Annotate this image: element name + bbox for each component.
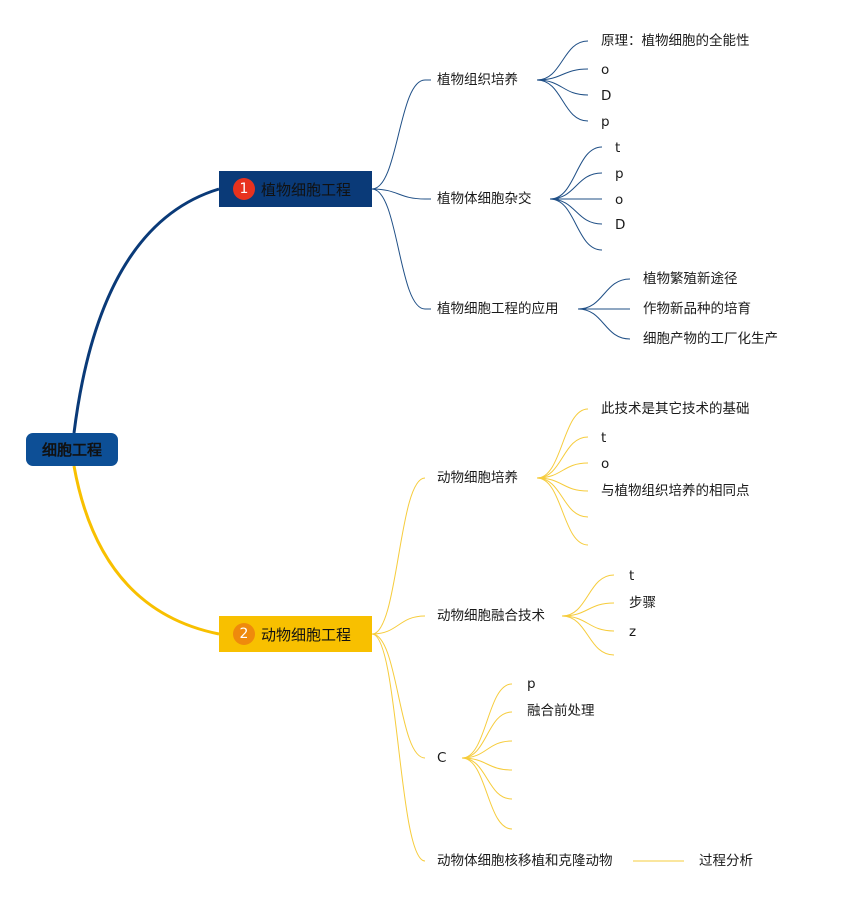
- topic-nuclear-transfer-cloning[interactable]: 动物体细胞核移植和克隆动物: [437, 853, 613, 869]
- connector-leaf: [536, 79, 589, 96]
- topic-plant-somatic-hybridization[interactable]: 植物体细胞杂交: [437, 191, 532, 207]
- leaf[interactable]: t: [615, 140, 621, 156]
- connector-leaf: [461, 740, 513, 759]
- connector-leaf: [536, 79, 589, 122]
- leaf[interactable]: 此技术是其它技术的基础: [601, 401, 750, 417]
- connector-leaf: [461, 683, 513, 759]
- number-badge-1: 1: [233, 178, 255, 200]
- connector-leaf: [461, 711, 513, 759]
- topic-plant-engineering-applications[interactable]: 植物细胞工程的应用: [437, 301, 559, 317]
- connector-leaf: [549, 198, 603, 251]
- leaf[interactable]: 与植物组织培养的相同点: [601, 483, 750, 499]
- leaf[interactable]: 原理：植物细胞的全能性: [601, 33, 750, 49]
- connector-root-branch2: [72, 465, 220, 636]
- branch-plant-cell-engineering[interactable]: 1 植物细胞工程: [219, 171, 372, 207]
- branch-label: 动物细胞工程: [261, 625, 352, 644]
- leaf[interactable]: 步骤: [629, 595, 656, 611]
- leaf[interactable]: D: [615, 217, 626, 233]
- number-badge-2: 2: [233, 623, 255, 645]
- connector-leaf: [461, 757, 513, 830]
- leaf[interactable]: p: [527, 676, 536, 692]
- topic-c[interactable]: C: [437, 750, 447, 766]
- connector-leaf: [536, 40, 589, 81]
- topic-animal-cell-culture[interactable]: 动物细胞培养: [437, 470, 518, 486]
- leaf[interactable]: p: [615, 166, 624, 182]
- connector-leaf: [461, 757, 513, 800]
- connector-branch1-topic1: [371, 79, 426, 190]
- connector-leaf: [536, 462, 589, 479]
- connector-branch2-topic2: [371, 615, 426, 635]
- root-node[interactable]: 细胞工程: [26, 433, 118, 466]
- leaf[interactable]: D: [601, 88, 612, 104]
- leaf[interactable]: o: [601, 456, 610, 472]
- connector-leaf: [549, 172, 603, 200]
- leaf[interactable]: 作物新品种的培育: [643, 301, 751, 317]
- connector-leaf: [536, 408, 589, 479]
- connector-leaf: [577, 308, 631, 340]
- leaf[interactable]: t: [629, 568, 635, 584]
- connector-branch2-topic3: [371, 633, 426, 759]
- connector-leaf: [561, 615, 615, 632]
- leaf[interactable]: o: [601, 62, 610, 78]
- connector-leaf: [561, 615, 615, 656]
- leaf[interactable]: 融合前处理: [527, 703, 595, 719]
- connector-leaf: [561, 602, 615, 617]
- topic-plant-tissue-culture[interactable]: 植物组织培养: [437, 72, 518, 88]
- connector-branch2-topic4: [371, 633, 426, 862]
- connector-leaf: [549, 146, 603, 200]
- leaf[interactable]: z: [629, 624, 637, 640]
- leaf[interactable]: 过程分析: [699, 853, 753, 869]
- connector-leaf: [561, 574, 615, 617]
- leaf[interactable]: t: [601, 430, 607, 446]
- connector-leaf: [536, 477, 589, 546]
- connector-leaf: [536, 68, 589, 81]
- connector-branch1-topic2: [371, 188, 426, 200]
- connector-leaf: [549, 198, 603, 225]
- connector-branch1-topic3: [371, 188, 426, 310]
- connector-leaf: [577, 278, 631, 310]
- connector-leaf: [536, 436, 589, 479]
- leaf[interactable]: 植物繁殖新途径: [643, 271, 738, 287]
- branch-animal-cell-engineering[interactable]: 2 动物细胞工程: [219, 616, 372, 652]
- connector-root-branch1: [72, 187, 220, 434]
- root-label: 细胞工程: [41, 441, 102, 459]
- leaf[interactable]: o: [615, 192, 624, 208]
- leaf[interactable]: p: [601, 114, 610, 130]
- connector-branch2-topic1: [371, 477, 426, 635]
- leaf[interactable]: 细胞产物的工厂化生产: [643, 331, 778, 347]
- branch-label: 植物细胞工程: [261, 180, 352, 199]
- topic-animal-cell-fusion[interactable]: 动物细胞融合技术: [437, 608, 545, 624]
- connector-leaf: [536, 477, 589, 518]
